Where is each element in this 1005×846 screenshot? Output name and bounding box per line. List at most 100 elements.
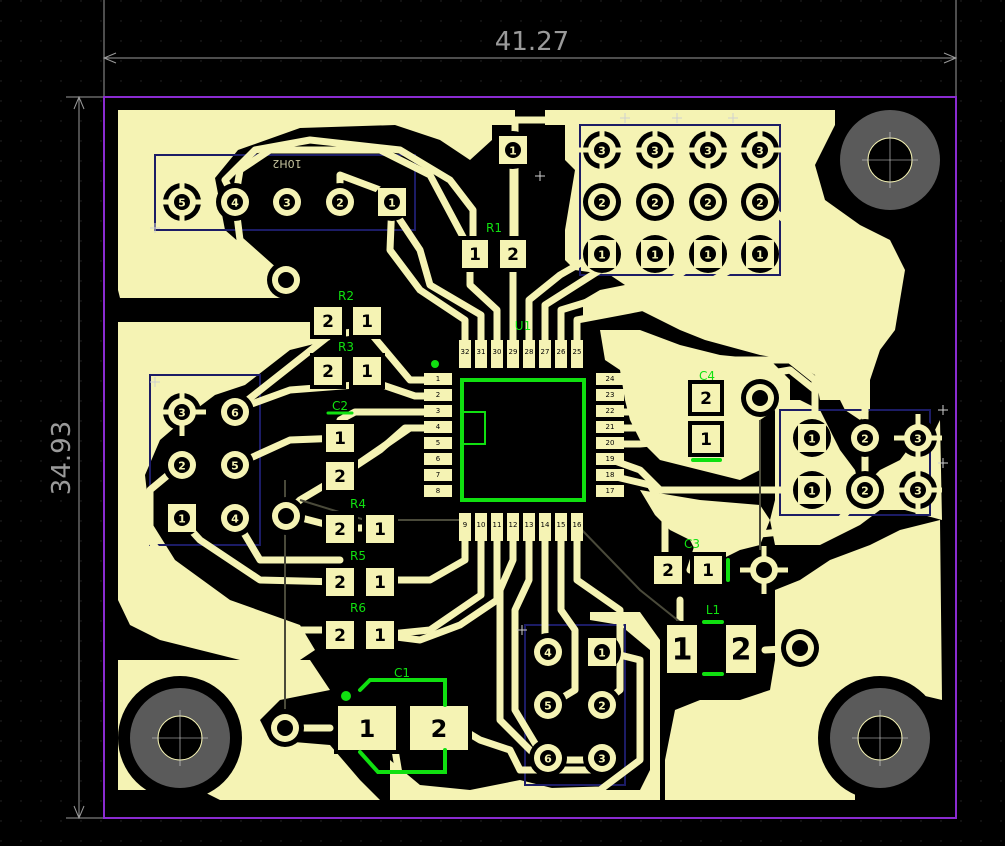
c1-pad-2: 2 bbox=[406, 702, 472, 754]
r3-pad-2: 2 bbox=[310, 353, 346, 389]
r1-ref: R1 bbox=[486, 221, 502, 235]
c3-pad-2-label: 2 bbox=[662, 561, 674, 581]
u1-pad-12 bbox=[507, 513, 519, 541]
u1-pin-label-11: 11 bbox=[493, 521, 502, 529]
sw-pad-b3-label: 3 bbox=[651, 145, 659, 158]
sw-pad-c1: 1 bbox=[689, 235, 727, 273]
hdr-pad-1-label: 1 bbox=[388, 197, 396, 210]
j3-pad-2b-label: 2 bbox=[861, 485, 869, 498]
sw-pad-c1-label: 1 bbox=[704, 249, 712, 262]
u1-pin-label-21: 21 bbox=[606, 423, 615, 431]
sw-pad-a2-label: 2 bbox=[598, 197, 606, 210]
j2-pad-2: 2 bbox=[163, 446, 201, 484]
c1-pad-1-label: 1 bbox=[359, 715, 376, 743]
l1-via bbox=[781, 629, 819, 667]
via-1 bbox=[267, 261, 305, 299]
sw-pad-c3: 3 bbox=[684, 126, 732, 174]
u1-pin-label-13: 13 bbox=[525, 521, 534, 529]
tp-pad-1-label: 1 bbox=[509, 145, 517, 158]
u1-pin-label-16: 16 bbox=[573, 521, 582, 529]
hdr-pad-5: 5 bbox=[158, 178, 206, 226]
sw-pad-b2-label: 2 bbox=[651, 197, 659, 210]
board-outline bbox=[103, 96, 957, 819]
r4-ref: R4 bbox=[350, 497, 366, 511]
r3-pad-1: 1 bbox=[349, 353, 385, 389]
u1-pad-30 bbox=[491, 340, 503, 368]
mounting-hole-br bbox=[818, 676, 942, 800]
u1-pad-18 bbox=[596, 469, 624, 481]
r3-pad-1-label: 1 bbox=[361, 362, 373, 382]
j4-pad-4: 4 bbox=[529, 633, 567, 671]
r1-pad-2: 2 bbox=[496, 236, 530, 272]
sw-pad-d1: 1 bbox=[741, 235, 779, 273]
u1-pin-label-5: 5 bbox=[436, 439, 440, 447]
c4-via bbox=[741, 379, 779, 417]
mounting-hole-tr bbox=[828, 98, 952, 222]
sw-pad-b1: 1 bbox=[636, 235, 674, 273]
u1-pad-14 bbox=[539, 513, 551, 541]
u1-pad-6 bbox=[424, 453, 452, 465]
j3-pad-3b-label: 3 bbox=[914, 485, 922, 498]
hdr-pad-3-label: 3 bbox=[283, 197, 291, 210]
u1-pin1-mark bbox=[462, 411, 486, 445]
u1-pin-label-19: 19 bbox=[606, 455, 615, 463]
r5-pad-2: 2 bbox=[322, 564, 358, 600]
u1-pad-21 bbox=[596, 421, 624, 433]
dimension-height-label: 34.93 bbox=[47, 421, 77, 495]
c2-pad-1: 1 bbox=[322, 420, 358, 456]
sw-pad-d3: 3 bbox=[736, 126, 784, 174]
c1-pad-1: 1 bbox=[334, 702, 400, 754]
j3-pad-1a-label: 1 bbox=[808, 433, 816, 446]
l1-pad-1-label: 1 bbox=[672, 633, 693, 668]
u1-pin-label-17: 17 bbox=[606, 487, 615, 495]
u1-pin-label-20: 20 bbox=[606, 439, 615, 447]
j2-pad-3: 3 bbox=[158, 388, 206, 436]
u1-pad-3 bbox=[424, 405, 452, 417]
j3-pad-3b: 3 bbox=[894, 466, 942, 514]
j2-pad-1-label: 1 bbox=[178, 513, 186, 526]
j3-pad-1a: 1 bbox=[793, 419, 831, 457]
c1-via bbox=[266, 709, 304, 747]
l1-pad-1: 1 bbox=[663, 621, 701, 677]
hdr-pad-1: 1 bbox=[373, 183, 411, 221]
c2-pad-2: 2 bbox=[322, 458, 358, 494]
r6-pad-1-label: 1 bbox=[374, 626, 386, 646]
u1-pin-label-12: 12 bbox=[509, 521, 518, 529]
via-2 bbox=[267, 497, 305, 535]
dimension-width-label: 41.27 bbox=[495, 27, 569, 57]
j2-pad-6: 6 bbox=[216, 393, 254, 431]
origin-markers bbox=[150, 113, 948, 635]
sw-pad-c2: 2 bbox=[689, 183, 727, 221]
j3-pad-1b: 1 bbox=[793, 471, 831, 509]
u1-pad-29 bbox=[507, 340, 519, 368]
u1-pin-label-15: 15 bbox=[557, 521, 566, 529]
sw-pad-b2: 2 bbox=[636, 183, 674, 221]
c2-pad-2-label: 2 bbox=[334, 467, 346, 487]
u1-pad-11 bbox=[491, 513, 503, 541]
u1-pin-label-6: 6 bbox=[436, 455, 441, 463]
j2-pad-1: 1 bbox=[163, 499, 201, 537]
u1-pin-label-18: 18 bbox=[606, 471, 615, 479]
u1-pin-label-24: 24 bbox=[606, 375, 615, 383]
u1-pin-label-29: 29 bbox=[509, 348, 518, 356]
hdr-pad-3: 3 bbox=[268, 183, 306, 221]
j3-pad-3a-label: 3 bbox=[914, 433, 922, 446]
u1-pad-15 bbox=[555, 513, 567, 541]
u1-pin1-dot bbox=[431, 360, 439, 368]
c1-outline-top bbox=[358, 678, 447, 707]
sw-pad-d2: 2 bbox=[741, 183, 779, 221]
r5-ref: R5 bbox=[350, 549, 366, 563]
u1-pin-label-10: 10 bbox=[477, 521, 486, 529]
dimension-width bbox=[102, 0, 958, 96]
c4-pad-2-label: 2 bbox=[700, 389, 712, 409]
j4-pad-4-label: 4 bbox=[544, 647, 552, 660]
u1-pin-label-25: 25 bbox=[573, 348, 582, 356]
j2-pad-4-label: 4 bbox=[231, 513, 239, 526]
sw-pad-a3: 3 bbox=[578, 126, 626, 174]
sw-pad-a3-label: 3 bbox=[598, 145, 606, 158]
